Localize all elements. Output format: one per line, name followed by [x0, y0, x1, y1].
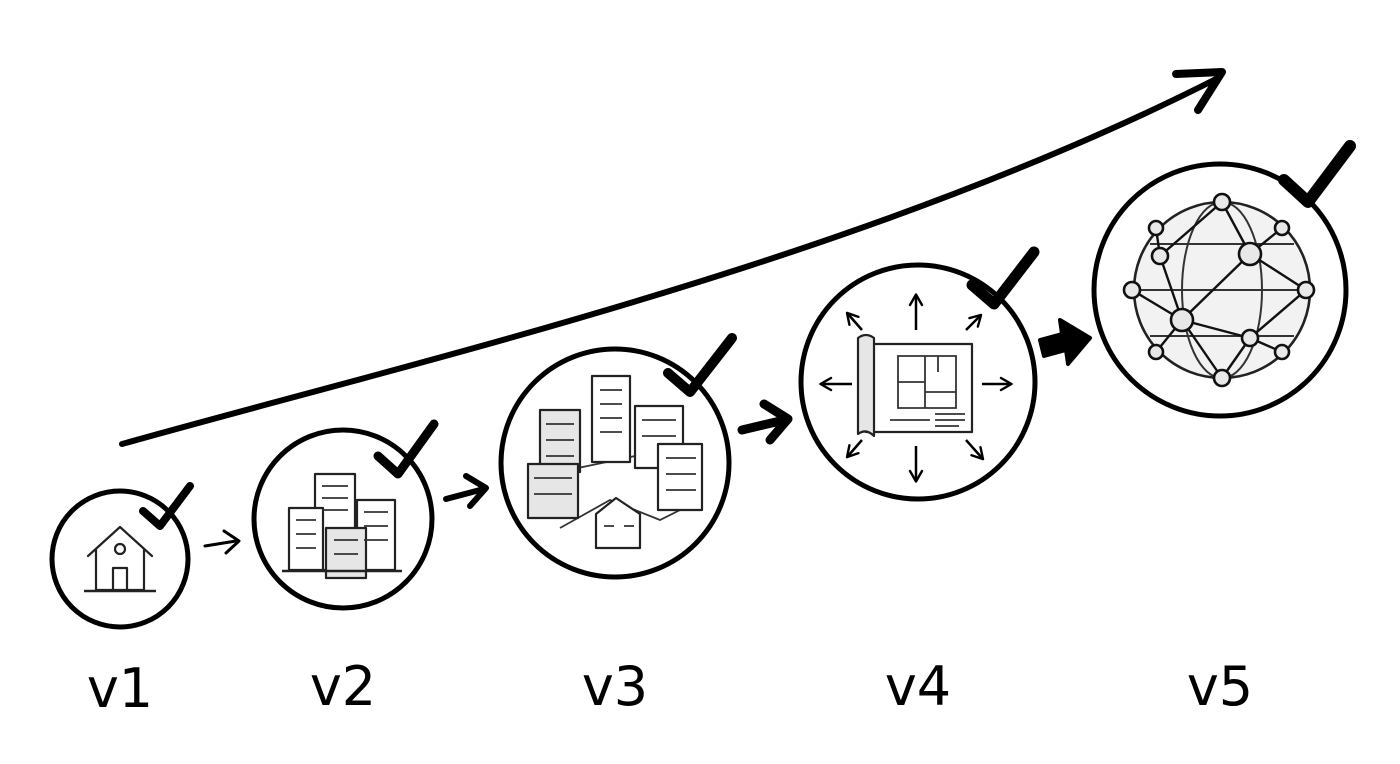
stage-label-v3: v3: [582, 655, 648, 718]
house-icon: [84, 525, 156, 593]
stage-v4: [798, 246, 1040, 502]
check-icon: [373, 419, 439, 479]
blueprint-expand-icon: [819, 293, 1013, 483]
connector-arrow-4-5: [1038, 318, 1092, 366]
connector-arrow-2-3: [443, 473, 489, 509]
stage-v5: [1091, 140, 1356, 419]
trend-arrow: [119, 68, 1226, 447]
stage-label-v5: v5: [1187, 655, 1253, 718]
check-icon: [1278, 140, 1356, 208]
connector-arrow-1-2: [203, 529, 241, 555]
stage-v2: [251, 419, 439, 611]
check-icon: [966, 246, 1040, 310]
stage-label-v1: v1: [87, 657, 153, 720]
stage-label-v2: v2: [310, 655, 376, 718]
buildings-icon: [282, 472, 402, 580]
stage-v1: [49, 482, 194, 630]
check-icon: [663, 333, 737, 397]
city-block-icon: [526, 374, 704, 550]
check-icon: [139, 482, 194, 530]
connector-arrow-3-4: [737, 399, 793, 445]
network-globe-icon: [1122, 192, 1316, 388]
stage-label-v4: v4: [885, 655, 951, 718]
stage-v3: [498, 333, 737, 580]
